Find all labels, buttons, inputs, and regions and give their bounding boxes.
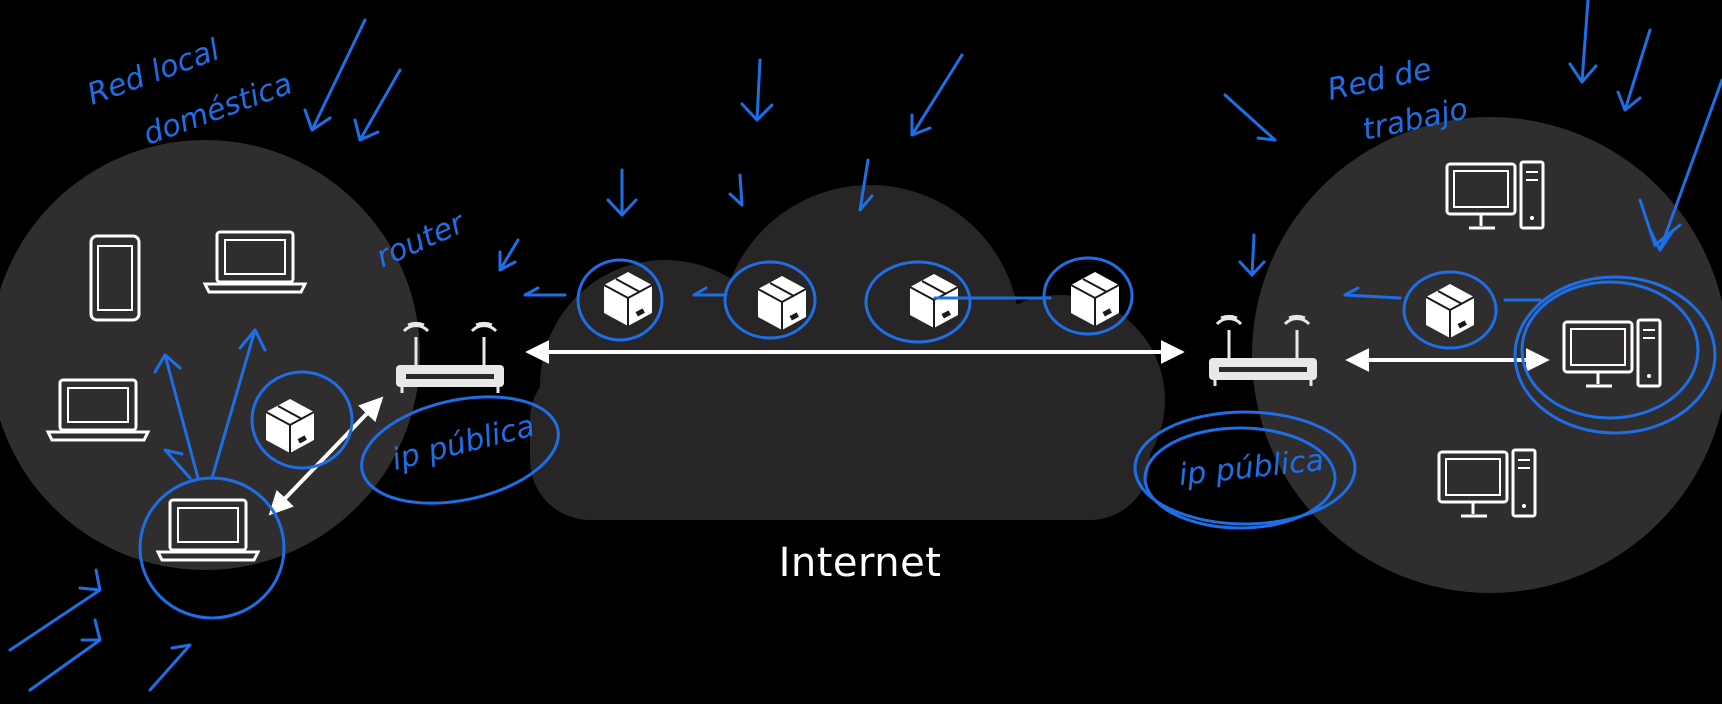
- work-network-annotation-line1: Red de: [1324, 52, 1434, 108]
- router-annotation: router: [371, 205, 471, 275]
- double-arrow-icon: [268, 396, 384, 516]
- work-network-area: [1252, 117, 1722, 593]
- internet-label: Internet: [778, 540, 942, 586]
- handwritten-annotations: [8, 0, 1722, 692]
- phone-icon: [89, 234, 141, 322]
- home-network-area: [0, 140, 420, 570]
- home-public-ip-annotation: ip pública: [388, 409, 538, 478]
